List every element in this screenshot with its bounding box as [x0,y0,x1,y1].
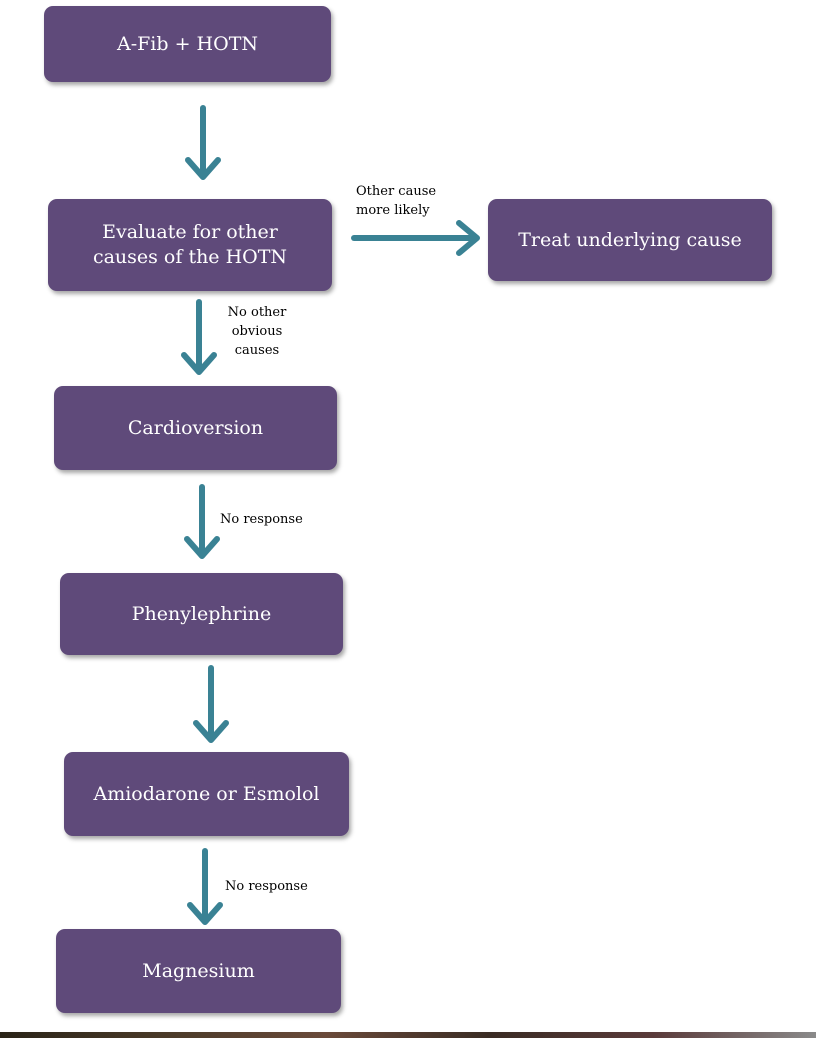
node-phenylephrine-label: Phenylephrine [131,602,272,625]
arrow-amiodarone-to-magnesium [187,848,223,925]
edge-label-no-other-line2: obvious [231,324,283,339]
arrow-phenylephrine-to-amiodarone [193,665,229,743]
node-amiodarone-or-esmolol: Amiodarone or Esmolol [64,752,349,836]
edge-label-other-cause-line1: Other cause [356,184,437,199]
arrow-evaluate-to-cardioversion [181,299,217,375]
node-treat-underlying-cause: Treat underlying cause [488,199,772,281]
node-cardioversion: Cardioversion [54,386,337,470]
edge-label-no-other-line3: causes [234,343,280,358]
edge-label-other-cause: Other cause more likely [356,182,436,220]
arrow-afib-to-evaluate [185,105,221,180]
node-evaluate-causes-line1: Evaluate for other [102,221,278,243]
node-evaluate-causes-line2: causes of the HOTN [92,246,288,268]
node-magnesium: Magnesium [56,929,341,1013]
node-cardioversion-label: Cardioversion [127,416,264,439]
edge-label-no-other-line1: No other [227,305,287,320]
node-amiodarone-or-esmolol-label: Amiodarone or Esmolol [93,782,320,805]
node-afib-hotn: A-Fib + HOTN [44,6,331,82]
edge-label-no-response-1: No response [220,510,303,529]
bottom-edge-strip [0,1032,816,1038]
node-phenylephrine: Phenylephrine [60,573,343,655]
node-afib-hotn-label: A-Fib + HOTN [116,32,258,55]
edge-label-other-cause-line2: more likely [356,203,430,218]
arrow-evaluate-to-treat [351,220,480,256]
arrow-cardioversion-to-phenylephrine [184,484,220,559]
node-treat-underlying-cause-label: Treat underlying cause [518,228,742,251]
node-evaluate-causes: Evaluate for other causes of the HOTN [48,199,332,291]
edge-label-no-other-causes: No other obvious causes [222,303,292,360]
edge-label-no-response-1-text: No response [220,512,303,527]
edge-label-no-response-2: No response [225,877,308,896]
node-magnesium-label: Magnesium [142,959,255,982]
edge-label-no-response-2-text: No response [225,879,308,894]
